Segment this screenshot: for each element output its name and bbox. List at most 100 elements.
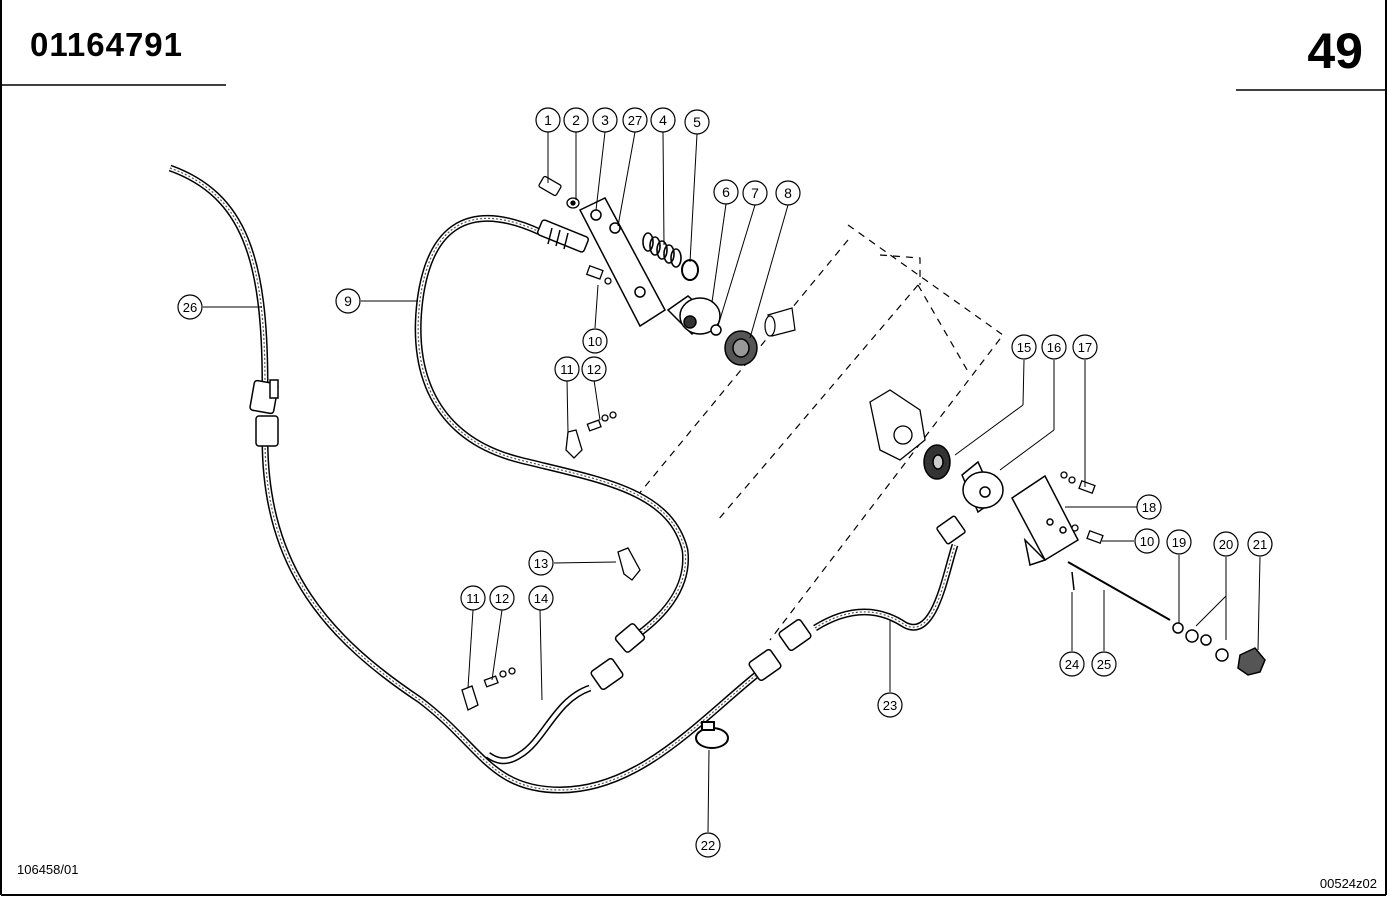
callout-label: 14 [534,591,548,606]
callout-circle [592,107,618,133]
callout-circle [581,356,607,382]
callout-circle [1134,528,1160,554]
callout-circle [695,832,721,858]
clip-11-lower [461,667,516,711]
spring [642,232,682,268]
callout-circle [335,288,361,314]
callout-circle [528,585,554,611]
callout-label: 16 [1047,340,1061,355]
callout-circle [563,107,589,133]
callout-circle [535,107,561,133]
callout-5: 5 [684,109,710,135]
callout-label: 7 [751,185,759,201]
callout-circle [622,107,648,133]
housing-outline [637,224,1004,641]
part-number: 01164791 [30,26,184,63]
cable-9 [414,214,690,643]
callout-circle [460,585,486,611]
disk-8 [724,330,758,366]
callout-circle [1072,334,1098,360]
ring [681,259,699,281]
callout-label: 6 [722,184,730,200]
callout-label: 4 [659,112,667,128]
callout-27: 27 [622,107,648,133]
callout-8: 8 [775,180,801,206]
lever-plate [578,197,666,328]
callout-13: 13 [528,550,554,576]
callout-6: 6 [713,179,739,205]
callout-label: 10 [588,334,602,349]
callout-7: 7 [742,180,768,206]
bracket-18 [1011,474,1079,566]
cylinder-6 [666,295,721,336]
callout-label: 13 [534,556,548,571]
connector-26 [249,379,279,447]
callout-label: 20 [1219,537,1233,552]
callout-circle [582,328,608,354]
callout-circle [489,585,515,611]
callout-label: 11 [560,362,574,377]
cable-end-fitting [536,219,590,253]
callout-circle [528,550,554,576]
callout-circle [684,109,710,135]
callout-circle [1136,494,1162,520]
leader-lines [203,131,1261,833]
callout-3: 3 [592,107,618,133]
callout-22: 22 [695,832,721,858]
callout-10: 10 [1134,528,1160,554]
callout-circle [877,692,903,718]
bolt-washer [538,175,580,209]
callout-4: 4 [650,107,676,133]
washer-7 [710,324,722,336]
callout-12: 12 [581,356,607,382]
callout-label: 24 [1065,657,1079,672]
callout-label: 12 [495,591,509,606]
housing-bracket [869,389,926,461]
housing-nozzle [764,307,796,337]
callout-15: 15 [1011,334,1037,360]
callout-label: 3 [601,112,609,128]
callout-label: 23 [883,698,897,713]
callout-label: 10 [1140,534,1154,549]
callout-label: 5 [693,114,701,130]
cable-14 [485,684,592,765]
drawing-reference: 106458/01 [17,862,79,877]
callout-label: 19 [1172,535,1186,550]
screw-10 [585,265,612,285]
callout-20: 20 [1213,531,1239,557]
callout-label: 8 [784,185,792,201]
callout-circle [1213,531,1239,557]
page-number: 49 [1307,23,1363,79]
callout-circle [1247,531,1273,557]
callout-23: 23 [877,692,903,718]
callout-21: 21 [1247,531,1273,557]
washer-15 [923,444,951,480]
callout-label: 26 [183,300,197,315]
callout-label: 2 [572,112,580,128]
callout-11: 11 [460,585,486,611]
hose-clamp [695,721,729,749]
callout-26: 26 [177,294,203,320]
callout-9: 9 [335,288,361,314]
callout-10: 10 [582,328,608,354]
callout-19: 19 [1166,529,1192,555]
callout-label: 15 [1017,340,1031,355]
callout-17: 17 [1072,334,1098,360]
callout-24: 24 [1059,651,1085,677]
clip-11-upper [565,411,617,459]
callout-14: 14 [528,585,554,611]
callout-label: 18 [1142,500,1156,515]
callout-circle [1011,334,1037,360]
callout-label: 9 [344,293,352,309]
callout-circle [650,107,676,133]
callout-11: 11 [554,356,580,382]
clip-13 [617,547,641,581]
callout-2: 2 [563,107,589,133]
callout-circle [775,180,801,206]
cable-26 [168,164,763,794]
callout-circle [1059,651,1085,677]
callout-label: 1 [544,112,552,128]
callout-label: 12 [587,362,601,377]
